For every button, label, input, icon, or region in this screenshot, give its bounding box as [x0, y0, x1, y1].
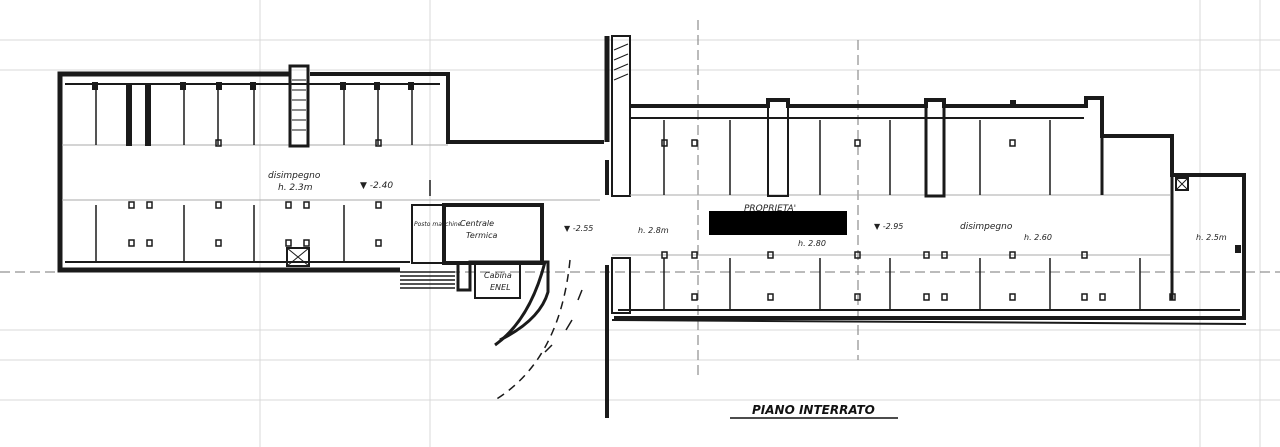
cabina-enel-room	[456, 260, 550, 342]
label-level-mid: ▼ -2.55	[564, 224, 593, 233]
label-proprieta: PROPRIETA'	[744, 204, 796, 214]
left-top-pillars	[92, 82, 414, 146]
labels: disimpegno h. 2.3m ▼ -2.40 Posto macchin…	[268, 171, 1227, 419]
label-height-left: h. 2.3m	[278, 183, 313, 193]
left-stair-core	[288, 64, 310, 148]
right-wing	[611, 96, 1247, 325]
label-disimpegno-right: disimpegno	[960, 222, 1013, 232]
label-posto-macchine: Posto macchine	[414, 221, 462, 228]
lift-box	[286, 247, 310, 267]
label-level-right: ▼ -2.95	[874, 222, 903, 231]
label-centrale: Centrale	[460, 219, 494, 228]
central-stair	[611, 35, 631, 197]
label-level-left: ▼ -2.40	[360, 181, 393, 191]
label-disimpegno-left: disimpegno	[268, 171, 321, 181]
redaction-block	[709, 211, 847, 235]
left-wing	[57, 64, 604, 347]
right-columns	[661, 120, 1176, 310]
label-height-mid: h. 2.8m	[638, 226, 669, 235]
left-stair-treads	[292, 79, 306, 131]
drawing-title: PIANO INTERRATO	[752, 403, 875, 417]
right-stair-core	[924, 98, 946, 198]
posto-macchine-room	[411, 204, 445, 264]
label-height-center: h. 2.80	[798, 239, 826, 248]
ramp	[494, 259, 583, 401]
external-stair	[400, 271, 455, 289]
label-termica: Termica	[466, 231, 498, 240]
label-cabina: Cabina	[484, 271, 512, 280]
label-height-right: h. 2.60	[1024, 233, 1052, 242]
left-columns	[95, 90, 413, 262]
central-wall	[604, 35, 631, 418]
label-height-far-right: h. 2.5m	[1196, 233, 1227, 242]
label-enel: ENEL	[490, 283, 511, 292]
